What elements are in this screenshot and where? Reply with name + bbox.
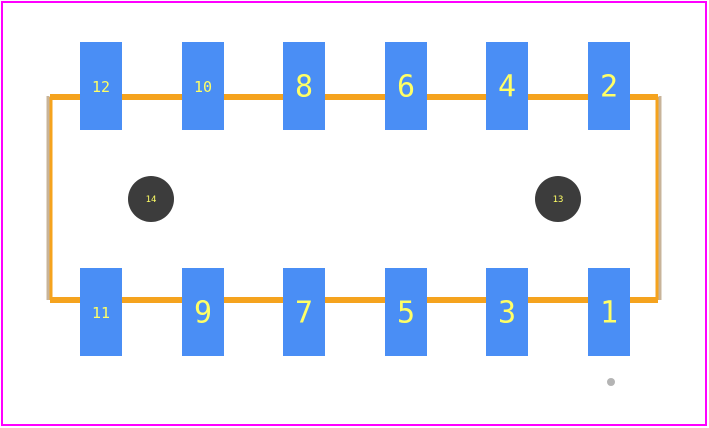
pad-1: 1 [588,268,630,356]
pad-8-shape [283,42,325,130]
mount-hole-14-label: 14 [146,195,157,205]
pad-10-label: 10 [194,78,212,96]
mount-hole-14: 14 [128,176,174,222]
pad-7: 7 [283,268,325,356]
pad-row-top: 12 10 8 6 4 2 [80,42,630,130]
pad-8-label: 8 [295,70,313,105]
pad-5-label: 5 [397,296,415,331]
pad-10-shape [182,42,224,130]
mount-hole-13: 13 [535,176,581,222]
pad-9: 9 [182,268,224,356]
pad-6-shape [385,42,427,130]
pad-7-label: 7 [295,296,313,331]
pad-12-shape [80,42,122,130]
pad-6: 6 [385,42,427,130]
pad-1-label: 1 [600,296,618,331]
pad-10: 10 [182,42,224,130]
pin1-marker [607,378,615,386]
pad-9-shape [182,268,224,356]
pad-3-label: 3 [498,296,516,331]
pad-5: 5 [385,268,427,356]
pad-6-label: 6 [397,70,415,105]
pad-4: 4 [486,42,528,130]
pad-2: 2 [588,42,630,130]
pad-3-shape [486,268,528,356]
mount-hole-13-label: 13 [553,195,564,205]
mount-holes: 14 13 [128,176,581,222]
mount-hole-14-shape [128,176,174,222]
pad-7-shape [283,268,325,356]
pad-11: 11 [80,268,122,356]
pad-row-bottom: 11 9 7 5 3 1 [80,268,630,356]
pad-2-label: 2 [600,70,618,105]
pad-1-shape [588,268,630,356]
pad-4-shape [486,42,528,130]
pad-11-label: 11 [92,304,110,322]
pad-12: 12 [80,42,122,130]
pad-8: 8 [283,42,325,130]
mount-hole-13-shape [535,176,581,222]
pad-3: 3 [486,268,528,356]
pad-12-label: 12 [92,78,110,96]
pad-4-label: 4 [498,70,516,105]
pad-9-label: 9 [194,296,212,331]
pad-2-shape [588,42,630,130]
pad-11-shape [80,268,122,356]
pad-5-shape [385,268,427,356]
